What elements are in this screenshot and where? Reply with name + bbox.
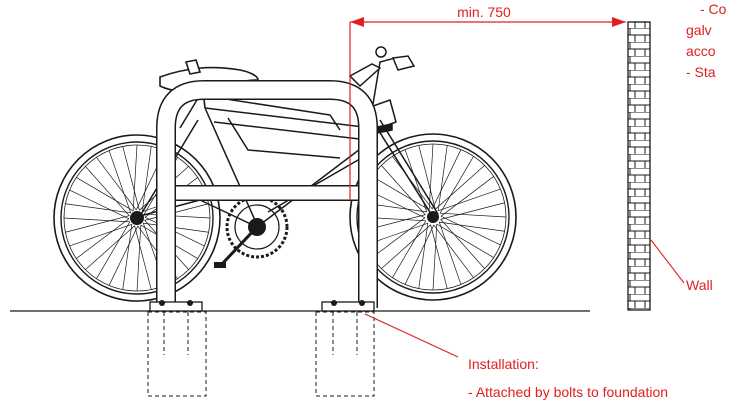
spoke (392, 156, 433, 210)
spoke (392, 220, 427, 278)
wall (627, 21, 651, 311)
spoke (372, 217, 426, 258)
spoke (96, 221, 131, 279)
spoke (440, 202, 505, 220)
spoke (440, 215, 501, 246)
spoke (63, 217, 130, 223)
spoke (404, 224, 435, 285)
spoke (96, 157, 137, 211)
spoke (136, 225, 142, 292)
spoke (144, 213, 211, 219)
spoke (65, 203, 131, 214)
spoke (428, 143, 434, 210)
dimension-annotation (349, 17, 626, 200)
spoke (69, 223, 133, 247)
spoke (439, 156, 474, 214)
front-wheel (349, 133, 517, 301)
spoke (438, 221, 462, 285)
spoke (439, 221, 505, 232)
spoke (381, 165, 426, 215)
rear-wheel (53, 134, 221, 302)
spoke (431, 149, 462, 210)
spoke (85, 225, 135, 270)
spoke (372, 176, 430, 211)
foundation-left (147, 311, 207, 397)
spoke (418, 145, 436, 210)
spoke (440, 176, 494, 217)
spoke (134, 225, 152, 290)
spoke (108, 150, 132, 214)
spoke (381, 224, 431, 269)
spoke (141, 146, 152, 212)
spoke (440, 219, 485, 269)
installation-detail: - Attached by bolts to foundation (468, 384, 668, 400)
installation-leader (364, 313, 459, 358)
note-line-3: acco (686, 43, 716, 59)
installation-title: Installation: (468, 356, 539, 372)
spoke (122, 146, 140, 211)
bike-rack (149, 80, 378, 312)
spoke (433, 224, 474, 278)
spoke (85, 166, 130, 216)
dimension-label: min. 750 (457, 4, 511, 20)
note-line-2: galv (686, 22, 712, 38)
spoke (108, 225, 139, 286)
spoke (144, 203, 209, 221)
spoke (432, 224, 438, 291)
handlebar (348, 46, 416, 135)
spoke (437, 145, 448, 211)
spoke (76, 177, 134, 212)
spoke (122, 224, 133, 290)
note-line-1: - Co (700, 1, 727, 17)
spoke (65, 215, 130, 233)
foundation-right (315, 311, 375, 397)
spoke (132, 144, 138, 211)
spoke (430, 224, 448, 289)
bicycle-frame (139, 94, 439, 228)
spoke (418, 223, 429, 289)
wall-leader (650, 239, 685, 284)
spoke (435, 165, 485, 210)
spoke (437, 188, 501, 212)
note-line-4: - Sta (686, 64, 716, 80)
spoke (440, 212, 507, 218)
spoke (436, 223, 494, 258)
wall-label: Wall (686, 277, 713, 293)
spoke (69, 189, 130, 220)
spoke (76, 218, 130, 259)
